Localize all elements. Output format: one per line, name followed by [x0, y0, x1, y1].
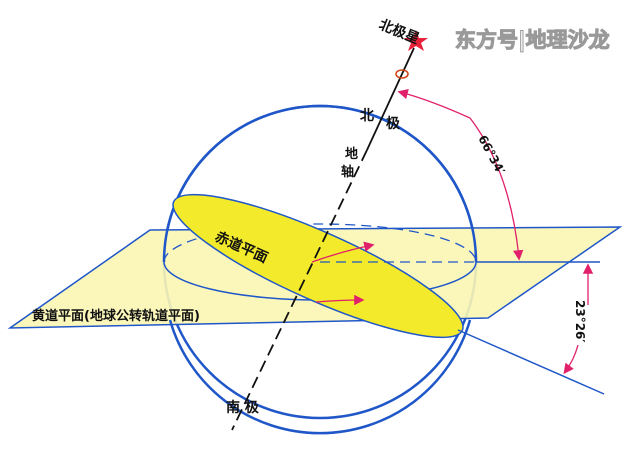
rotation-arrow-upper: [311, 241, 375, 263]
lower-hemisphere-rim: [168, 319, 472, 435]
polaris-label: 北极星: [377, 16, 422, 47]
angle-arc-66-start: [397, 88, 471, 119]
angle-23-label: 23°26′: [573, 300, 587, 343]
ecliptic-plane-label: 黄道平面(地球公转轨道平面): [32, 308, 200, 324]
north-pole-label-1: 北: [360, 108, 374, 124]
upper-hemisphere-rim: [162, 104, 478, 263]
polaris-star-icon: [404, 30, 428, 51]
angle-arc-23-bottom: [563, 344, 579, 375]
axis-label-2: 轴: [341, 164, 354, 180]
north-pole-label-2: 极: [386, 115, 401, 132]
orbit-marker-icon: [395, 69, 409, 79]
equator-plane: [172, 193, 464, 339]
watermark: 东方号|地理沙龙: [455, 28, 610, 53]
earth-axis-dashed: [231, 149, 368, 431]
angle-arc-66: [469, 117, 524, 261]
angle-66-label: 66°34′: [475, 133, 507, 177]
south-pole-label: 南 极: [226, 399, 260, 416]
rotation-arrow-lower: [315, 294, 365, 306]
earth-axis: [366, 47, 415, 151]
axis-label-1: 地: [345, 146, 358, 162]
equator-extension-line: [457, 329, 605, 395]
ecliptic-circle-back: [163, 223, 477, 263]
